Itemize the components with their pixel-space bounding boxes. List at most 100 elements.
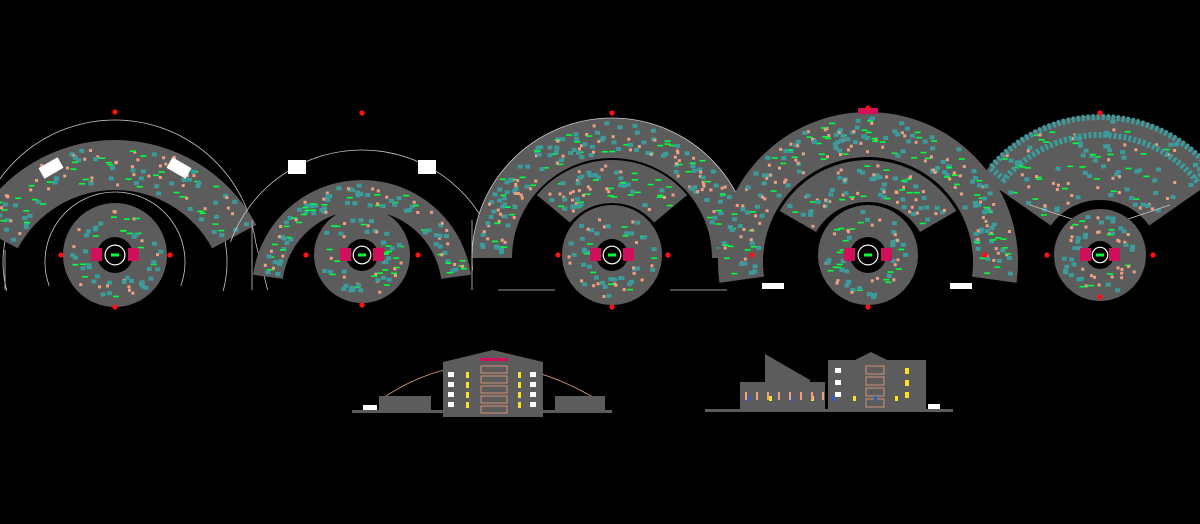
salmon-fixture-mark <box>1055 188 1059 192</box>
figure-mark <box>518 382 521 388</box>
furniture-block <box>380 240 386 245</box>
salmon-fixture-mark <box>806 130 810 134</box>
furniture-block <box>453 267 459 272</box>
furniture-block <box>297 207 303 212</box>
salmon-fixture-mark <box>89 149 93 153</box>
salmon-fixture-mark <box>371 187 375 191</box>
furniture-block <box>619 275 625 280</box>
red-marker-dot <box>865 304 871 310</box>
green-label-mark <box>1108 228 1115 231</box>
salmon-fixture-mark <box>281 254 285 258</box>
furniture-block <box>971 169 977 174</box>
green-label-mark <box>1049 131 1056 134</box>
furniture-block <box>869 176 875 181</box>
salmon-fixture-mark <box>1097 283 1101 287</box>
green-label-mark <box>872 140 879 143</box>
green-label-mark <box>842 239 849 242</box>
salmon-fixture-mark <box>723 185 727 189</box>
floor-plan-4 <box>718 105 1018 310</box>
furniture-block <box>386 256 392 261</box>
furniture-block <box>553 149 559 154</box>
salmon-fixture-mark <box>520 196 524 200</box>
salmon-fixture-mark <box>158 164 162 168</box>
furniture-block <box>996 258 1002 263</box>
furniture-block <box>485 221 491 226</box>
furniture-block <box>846 279 852 284</box>
salmon-fixture-mark <box>914 198 918 202</box>
salmon-fixture-mark <box>632 271 636 275</box>
green-label-mark <box>1036 178 1043 180</box>
furniture-block <box>576 150 582 155</box>
green-label-mark <box>820 127 827 129</box>
furniture-block <box>535 145 541 150</box>
column-mark <box>745 392 747 400</box>
furniture-block <box>403 208 409 213</box>
furniture-block <box>311 211 317 216</box>
salmon-fixture-mark <box>98 285 102 289</box>
salmon-fixture-mark <box>582 193 586 197</box>
furniture-block <box>594 130 600 135</box>
green-label-mark <box>621 226 628 228</box>
furniture-block <box>1110 216 1116 221</box>
furniture-block <box>539 167 545 172</box>
green-label-mark <box>15 197 22 200</box>
furniture-block <box>84 233 90 238</box>
salmon-fixture-mark <box>908 210 912 214</box>
salmon-fixture-mark <box>959 192 963 196</box>
green-label-mark <box>899 189 906 191</box>
furniture-block <box>929 135 935 140</box>
furniture-block <box>935 165 941 170</box>
furniture-block <box>759 213 765 218</box>
green-label-mark <box>331 225 338 227</box>
salmon-fixture-mark <box>742 227 746 231</box>
salmon-fixture-mark <box>586 227 590 231</box>
furniture-block <box>581 247 587 252</box>
furniture-block <box>575 181 581 186</box>
furniture-block <box>787 204 793 209</box>
green-label-mark <box>879 141 886 143</box>
left-wing <box>740 382 825 412</box>
salmon-fixture-mark <box>513 191 517 195</box>
green-label-mark <box>611 196 618 198</box>
furniture-block <box>502 214 508 219</box>
salmon-fixture-mark <box>72 245 76 249</box>
green-label-mark <box>619 181 626 184</box>
floor-plans <box>0 105 1200 310</box>
furniture-block <box>513 186 519 191</box>
furniture-block <box>757 193 763 198</box>
furniture-block <box>281 246 287 251</box>
furniture-block <box>380 204 386 209</box>
furniture-block <box>151 260 157 265</box>
green-label-mark <box>376 272 383 274</box>
salmon-fixture-mark <box>393 267 397 271</box>
furniture-block <box>845 137 851 142</box>
furniture-block <box>925 217 931 222</box>
salmon-fixture-mark <box>1051 181 1055 185</box>
salmon-fixture-mark <box>1120 267 1124 271</box>
left-wing <box>379 396 431 410</box>
green-label-mark <box>849 228 856 230</box>
green-label-mark <box>113 295 120 298</box>
furniture-block <box>1107 148 1113 153</box>
green-label-mark <box>1019 165 1026 168</box>
furniture-block <box>1140 202 1146 207</box>
green-label-mark <box>445 262 452 265</box>
green-label-mark <box>609 150 616 153</box>
salmon-fixture-mark <box>226 206 230 210</box>
right-wing <box>555 396 605 410</box>
furniture-block <box>341 286 347 291</box>
salmon-fixture-mark <box>893 233 897 237</box>
figure-mark <box>748 396 751 401</box>
furniture-block <box>313 203 319 208</box>
green-label-mark <box>374 193 381 196</box>
furniture-block <box>985 256 991 261</box>
furniture-block <box>579 155 585 160</box>
furniture-block <box>913 184 919 189</box>
furniture-block <box>283 220 289 225</box>
furniture-block <box>489 200 495 205</box>
salmon-fixture-mark <box>825 127 829 131</box>
furniture-block <box>621 181 627 186</box>
salmon-fixture-mark <box>1084 225 1088 229</box>
furniture-block <box>752 269 758 274</box>
figure-mark <box>895 396 898 401</box>
